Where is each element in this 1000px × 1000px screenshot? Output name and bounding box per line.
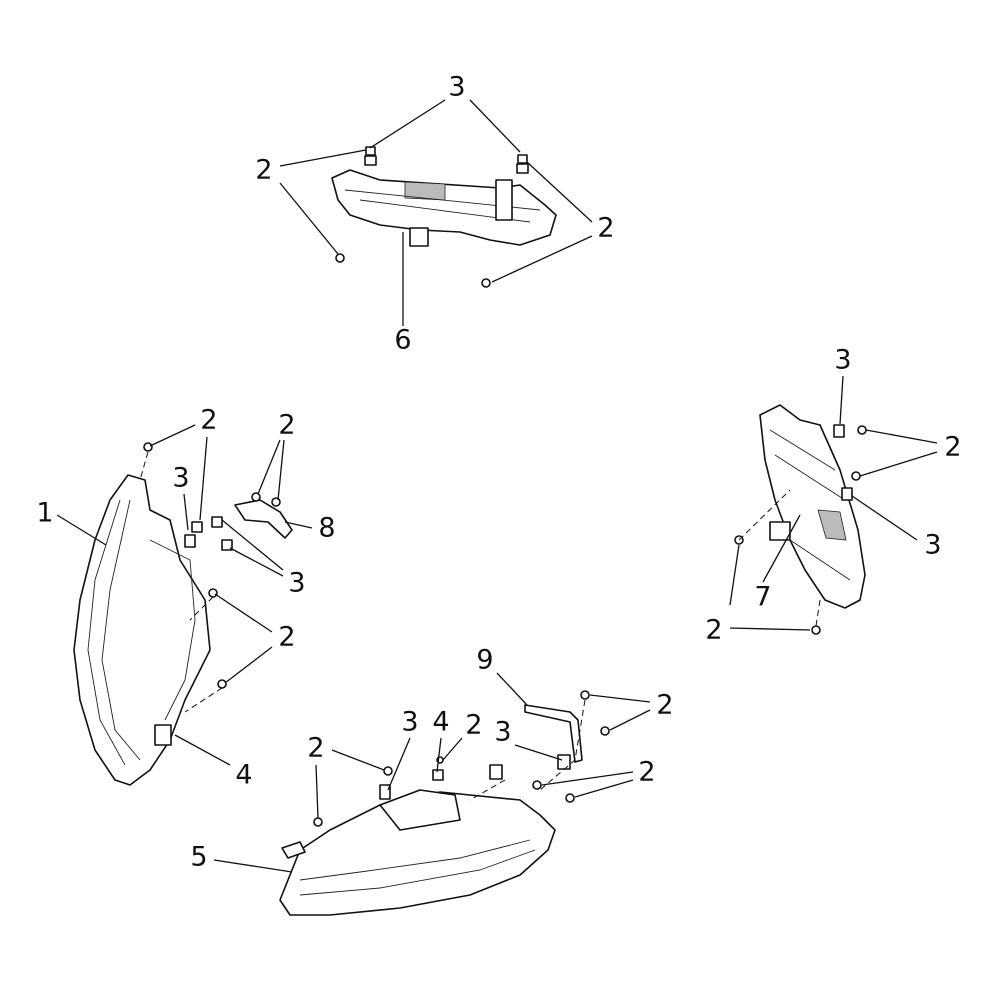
callout-2: 2 [705,615,722,646]
screw [143,442,281,689]
callout-3: 3 [924,530,941,561]
callout-2: 2 [307,733,324,764]
callout-2: 2 [465,710,482,741]
callout-2: 2 [638,757,655,788]
callout-2: 2 [278,622,295,653]
part-1-headlight [73,474,211,786]
part-9-bracket [524,704,583,763]
callout-3: 3 [288,568,305,599]
part-6-bracket [331,169,557,247]
callout-3: 3 [448,72,465,103]
part-7-bracket [759,404,866,609]
callout-3: 3 [834,345,851,376]
callout-2: 2 [200,405,217,436]
callout-3: 3 [172,463,189,494]
callout-7: 7 [754,582,771,613]
callout-2: 2 [278,410,295,441]
callout-2: 2 [944,432,961,463]
callout-8: 8 [318,513,335,544]
callout-2: 2 [255,155,272,186]
callout-6: 6 [394,325,411,356]
callout-4: 4 [235,760,252,791]
callout-1: 1 [36,498,53,529]
callout-3: 3 [401,707,418,738]
screw [734,424,867,635]
callout-5: 5 [190,842,207,873]
callout-2: 2 [597,213,614,244]
callout-4: 4 [432,707,449,738]
part-5-headlight [279,789,556,916]
screw [335,146,529,288]
callout-9: 9 [476,645,493,676]
part-8-bracket [234,499,293,539]
callout-3: 3 [494,717,511,748]
callout-2: 2 [656,690,673,721]
